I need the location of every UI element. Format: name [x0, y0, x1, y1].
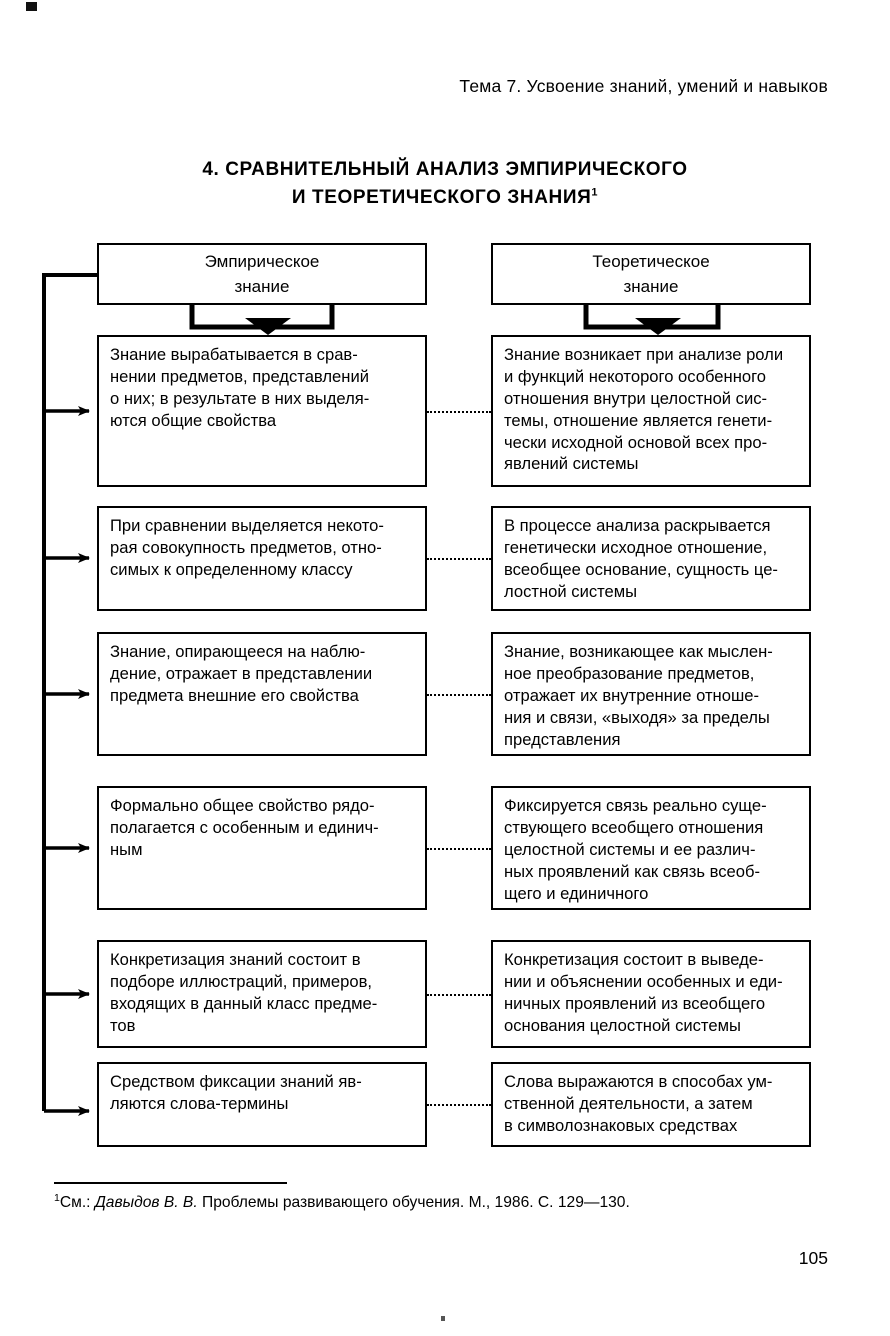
cell-right-2: В процессе анализа раскрывается генетиче… [491, 506, 811, 611]
left-trunk-connector [42, 273, 97, 1116]
footnote-separator [54, 1182, 287, 1184]
cell-left-4: Формально общее свойство рядо- полагаетс… [97, 786, 427, 910]
cell-left-1-line-3: о них; в результате в них выделя- [110, 388, 370, 408]
cell-right-6-line-1: Слова выражаются в способах ум- [504, 1072, 773, 1091]
cell-left-3: Знание, опирающееся на наблю- дение, отр… [97, 632, 427, 756]
cell-right-4-line-3: целостной системы и ее различ- [504, 839, 756, 859]
cell-right-5-line-4: основания целостной системы [504, 1015, 741, 1035]
cell-right-1-line-6: явлений системы [504, 454, 639, 474]
footnote: 1См.: Давыдов В. В. Проблемы развивающег… [54, 1192, 630, 1212]
cell-left-2-line-2: рая совокупность предметов, отно- [110, 537, 382, 557]
page-title-line-2: И ТЕОРЕТИЧЕСКОГО ЗНАНИЯ1 [0, 184, 890, 212]
cell-left-2-line-3: симых к определенному классу [110, 559, 353, 579]
cell-right-2-line-1: В процессе анализа раскрывается [504, 516, 771, 535]
cell-right-2-line-4: лостной системы [504, 581, 638, 601]
page-number: 105 [798, 1248, 828, 1268]
cell-right-3: Знание, возникающее как мыслен- ное прео… [491, 632, 811, 756]
link-dotted-row-6 [427, 1104, 491, 1106]
page-title-line-1: 4. СРАВНИТЕЛЬНЫЙ АНАЛИЗ ЭМПИРИЧЕСКОГО [202, 159, 688, 180]
title-footnote-marker: 1 [591, 186, 599, 199]
cell-left-1: Знание вырабатывается в срав- нении пред… [97, 335, 427, 487]
cell-left-6: Средством фиксации знаний яв- ляются сло… [97, 1062, 427, 1147]
cell-right-4-line-5: щего и единичного [504, 883, 649, 903]
cell-left-5-line-4: тов [110, 1015, 136, 1035]
cell-right-5: Конкретизация состоит в выведе- нии и об… [491, 940, 811, 1048]
cell-right-1-line-2: и функций некоторого особенного [504, 366, 767, 386]
footnote-rest: Проблемы развивающего обучения. М., 1986… [197, 1194, 630, 1212]
footnote-prefix: См.: [59, 1194, 95, 1212]
cell-right-4: Фиксируется связь реально суще- ствующег… [491, 786, 811, 910]
page-title: 4. СРАВНИТЕЛЬНЫЙ АНАЛИЗ ЭМПИРИЧЕСКОГО И … [0, 156, 890, 211]
header-empirical-line-1: Эмпирическое [204, 251, 320, 271]
cell-left-6-line-1: Средством фиксации знаний яв- [110, 1072, 362, 1091]
cell-left-1-line-2: нении предметов, представлений [110, 366, 369, 386]
cell-right-5-line-3: ничных проявлений из всеобщего [504, 993, 766, 1013]
footnote-marker: 1 [54, 1192, 60, 1204]
cell-right-6-line-2: ственной деятельности, а затем [504, 1093, 753, 1113]
running-head: Тема 7. Усвоение знаний, умений и навыко… [459, 76, 828, 96]
fork-arrow-empirical [189, 305, 335, 335]
cell-left-4-line-1: Формально общее свойство рядо- [110, 796, 375, 815]
cell-right-3-line-5: представления [504, 729, 621, 749]
cell-right-4-line-1: Фиксируется связь реально суще- [504, 796, 767, 815]
header-empirical-line-2: знание [234, 277, 290, 296]
header-theoretical-line-1: Теоретическое [592, 251, 710, 271]
footnote-author: Давыдов В. В. [94, 1194, 198, 1212]
header-box-theoretical-label: Теоретическое знание [592, 249, 709, 300]
link-dotted-row-4 [427, 848, 491, 850]
cell-left-3-line-3: предмета внешние его свойства [110, 685, 359, 705]
cell-left-5-line-2: подборе иллюстраций, примеров, [110, 971, 373, 991]
cell-right-5-line-2: нии и объяснении особенных и еди- [504, 971, 783, 991]
cell-left-4-line-2: полагается с особенным и единич- [110, 817, 379, 837]
cell-right-1: Знание возникает при анализе роли и функ… [491, 335, 811, 487]
cell-right-3-line-1: Знание, возникающее как мыслен- [504, 642, 773, 661]
link-dotted-row-2 [427, 558, 491, 560]
cell-left-1-line-1: Знание вырабатывается в срав- [110, 345, 358, 364]
cell-right-3-line-2: ное преобразование предметов, [504, 663, 755, 683]
cell-left-3-line-2: дение, отражает в представлении [110, 663, 373, 683]
cell-right-1-line-5: чески исходной основой всех про- [504, 432, 768, 452]
cell-left-5-line-1: Конкретизация знаний состоит в [110, 950, 361, 969]
cell-right-2-line-2: генетически исходное отношение, [504, 537, 768, 557]
link-dotted-row-1 [427, 411, 491, 413]
cell-right-1-line-1: Знание возникает при анализе роли [504, 345, 784, 364]
cell-left-5: Конкретизация знаний состоит в подборе и… [97, 940, 427, 1048]
cell-right-6-line-3: в символознаковых средствах [504, 1115, 738, 1135]
cell-right-4-line-4: ных проявлений как связь всеоб- [504, 861, 760, 881]
cell-right-5-line-1: Конкретизация состоит в выведе- [504, 950, 764, 969]
header-theoretical-line-2: знание [623, 277, 679, 296]
cell-left-6-line-2: ляются слова-термины [110, 1093, 289, 1113]
cell-left-2-line-1: При сравнении выделяется некото- [110, 516, 384, 535]
cell-right-4-line-2: ствующего всеобщего отношения [504, 817, 764, 837]
page-title-line-2-text: И ТЕОРЕТИЧЕСКОГО ЗНАНИЯ [291, 186, 592, 208]
cell-right-1-line-3: отношения внутри целостной сис- [504, 388, 768, 408]
header-box-theoretical: Теоретическое знание [491, 243, 811, 305]
link-dotted-row-5 [427, 994, 491, 996]
cell-right-3-line-3: отражает их внутренние отноше- [504, 685, 760, 705]
printers-corner-mark [26, 2, 37, 11]
cell-right-1-line-4: темы, отношение является генети- [504, 410, 773, 430]
cell-left-4-line-3: ным [110, 839, 143, 859]
header-box-empirical: Эмпирическое знание [97, 243, 427, 305]
cell-left-5-line-3: входящих в данный класс предме- [110, 993, 378, 1013]
cell-right-6: Слова выражаются в способах ум- ственной… [491, 1062, 811, 1147]
link-dotted-row-3 [427, 694, 491, 696]
cell-left-3-line-1: Знание, опирающееся на наблю- [110, 642, 366, 661]
cell-left-1-line-4: ются общие свойства [110, 410, 277, 430]
cell-right-3-line-4: ния и связи, «выходя» за пределы [504, 707, 770, 727]
fork-arrow-theoretical [583, 305, 721, 335]
cell-right-2-line-3: всеобщее основание, сущность це- [504, 559, 778, 579]
header-box-empirical-label: Эмпирическое знание [205, 249, 320, 300]
bottom-registration-dot [441, 1316, 445, 1321]
cell-left-2: При сравнении выделяется некото- рая сов… [97, 506, 427, 611]
